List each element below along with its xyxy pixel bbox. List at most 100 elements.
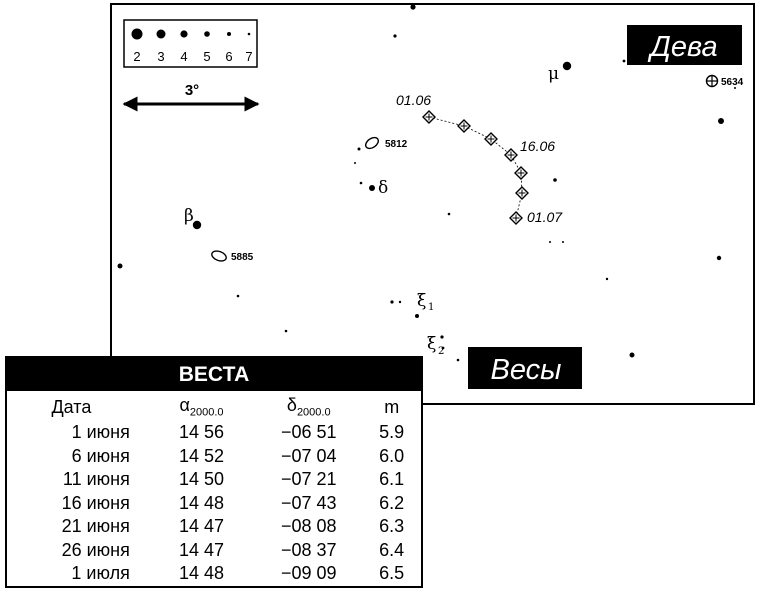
legend-mag-7: 7 xyxy=(245,49,252,64)
star xyxy=(447,212,451,216)
label-xi2: ξ xyxy=(427,334,436,354)
table-row: 26 июня 14 47 −08 37 6.4 xyxy=(13,539,421,563)
legend-mag-6: 6 xyxy=(225,49,232,64)
cell-ra: 14 48 xyxy=(178,492,224,513)
stars xyxy=(117,4,736,362)
table-row: 16 июня 14 48 −07 43 6.2 xyxy=(13,492,421,516)
vesta-path: 01.06 16.06 01.07 xyxy=(396,92,563,225)
cell-mag: 6.5 xyxy=(379,563,405,584)
star xyxy=(236,294,240,298)
star xyxy=(734,87,736,89)
cell-mag: 6.0 xyxy=(379,445,405,466)
path-date-start: 01.06 xyxy=(396,92,431,108)
cell-dec: −08 08 xyxy=(280,516,337,537)
vesta-table-panel: ВЕСТА Дата α2000.0 δ2000.0 m 1 июня 14 56… xyxy=(5,356,423,588)
path-date-mid: 16.06 xyxy=(520,138,555,154)
cell-date: 26 июня xyxy=(61,539,130,560)
label-mu: μ xyxy=(548,64,559,84)
header-dec: δ2000.0 xyxy=(286,395,331,419)
star xyxy=(718,118,724,124)
cell-mag: 6.2 xyxy=(379,492,405,513)
star xyxy=(622,59,626,63)
cell-mag: 5.9 xyxy=(379,422,405,443)
cell-date: 1 июня xyxy=(71,422,130,443)
header-ra: α2000.0 xyxy=(179,395,224,419)
magnitude-legend: 2 3 4 5 6 7 xyxy=(123,19,258,68)
star xyxy=(284,329,288,333)
star xyxy=(549,241,551,243)
star-delta xyxy=(369,185,375,191)
cell-dec: −07 43 xyxy=(280,492,337,513)
label-xi2-sub: 2 xyxy=(438,346,444,357)
star xyxy=(398,300,402,304)
cell-date: 16 июня xyxy=(61,492,130,513)
star xyxy=(456,358,460,362)
chart-frame xyxy=(110,3,755,405)
vesta-position-marker xyxy=(514,166,528,180)
vesta-position-marker xyxy=(515,186,529,200)
star-beta xyxy=(192,220,202,230)
cell-ra: 14 48 xyxy=(178,563,224,584)
cell-ra: 14 56 xyxy=(178,422,224,443)
star-xi1 xyxy=(415,314,419,318)
header-date: Дата xyxy=(51,396,92,417)
cell-dec: −08 37 xyxy=(280,539,337,560)
scale-label: 3° xyxy=(185,82,199,99)
vesta-position-marker xyxy=(504,148,518,162)
table-row: 1 июня 14 56 −06 51 5.9 xyxy=(13,421,421,445)
cell-mag: 6.4 xyxy=(379,539,405,560)
cell-mag: 6.1 xyxy=(379,469,405,490)
scale-bar: 3° xyxy=(122,82,260,112)
svg-text:Весы: Весы xyxy=(491,354,562,386)
label-beta: β xyxy=(184,206,194,226)
cell-ra: 14 50 xyxy=(178,469,224,490)
star xyxy=(441,346,445,350)
cell-dec: −07 21 xyxy=(280,469,337,490)
vesta-position-marker xyxy=(509,211,523,225)
star xyxy=(354,162,356,164)
label-5885: 5885 xyxy=(231,252,254,263)
table-title: ВЕСТА xyxy=(7,358,421,391)
star xyxy=(410,4,416,10)
legend-mag-4: 4 xyxy=(180,49,187,64)
table-row: 21 июня 14 47 −08 08 6.3 xyxy=(13,515,421,539)
cell-mag: 6.3 xyxy=(379,516,405,537)
star xyxy=(357,147,361,151)
header-mag: m xyxy=(384,396,400,417)
path-date-end: 01.07 xyxy=(527,209,563,225)
star xyxy=(359,181,363,185)
vesta-position-marker xyxy=(484,132,498,146)
star-mu xyxy=(562,61,572,71)
cell-date: 21 июня xyxy=(61,516,130,537)
svg-text:Дева: Дева xyxy=(647,31,717,63)
table-row: 6 июня 14 52 −07 04 6.0 xyxy=(13,445,421,469)
label-xi1: ξ xyxy=(417,291,426,311)
cell-ra: 14 47 xyxy=(178,516,224,537)
star xyxy=(553,178,557,182)
legend-mag-5: 5 xyxy=(203,49,210,64)
cell-ra: 14 52 xyxy=(178,445,224,466)
star xyxy=(629,352,635,358)
cell-ra: 14 47 xyxy=(178,539,224,560)
table-header-row: Дата α2000.0 δ2000.0 m xyxy=(13,393,421,421)
legend-mag-2: 2 xyxy=(133,49,140,64)
vesta-position-marker xyxy=(457,119,471,133)
cell-date: 6 июня xyxy=(71,445,130,466)
label-libra: Весы xyxy=(468,347,582,389)
star xyxy=(440,335,444,339)
cell-dec: −07 04 xyxy=(280,445,337,466)
label-5634: 5634 xyxy=(721,77,744,88)
cell-date: 1 июля xyxy=(71,563,130,584)
star xyxy=(562,241,564,243)
label-5812: 5812 xyxy=(385,139,408,150)
star xyxy=(393,34,397,38)
cell-dec: −06 51 xyxy=(280,422,337,443)
label-virgo: Дева xyxy=(627,25,742,65)
label-delta: δ xyxy=(378,178,388,198)
star xyxy=(605,277,609,281)
vesta-position-marker xyxy=(422,110,436,124)
star xyxy=(117,263,123,269)
galaxy-5885-icon xyxy=(211,250,227,262)
